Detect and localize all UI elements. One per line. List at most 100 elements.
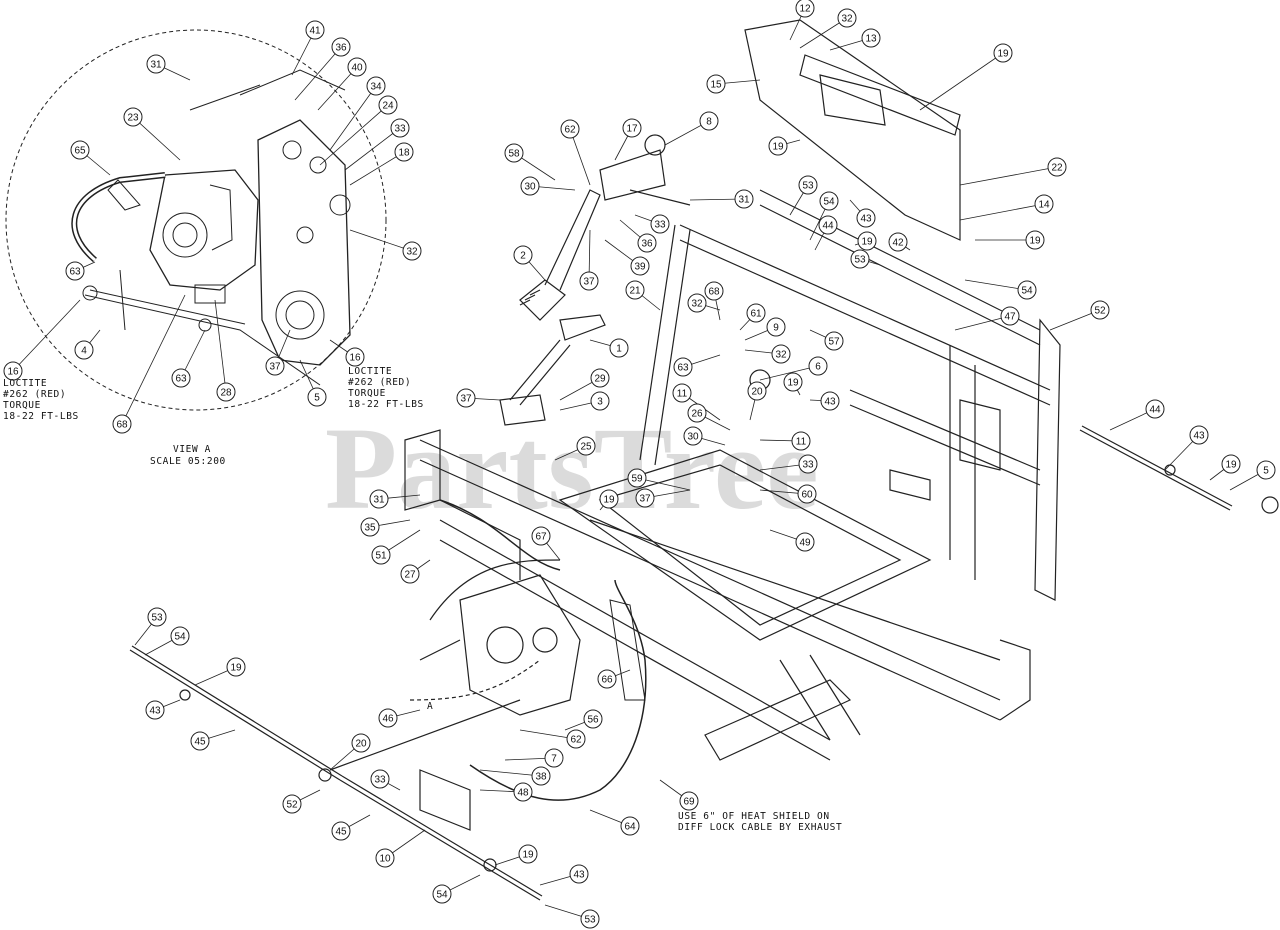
callout-number: 21: [629, 286, 641, 297]
callout-circle: [378, 708, 398, 728]
svg-text:LOCTITE: LOCTITE: [348, 366, 392, 377]
callout-number: 23: [127, 113, 139, 124]
callout-number: 33: [394, 124, 406, 135]
callout-circle: [687, 293, 707, 313]
callout-circle: [627, 468, 647, 488]
callout-number: 56: [587, 715, 599, 726]
callout-number: 4: [81, 346, 87, 357]
callout-number: 45: [335, 827, 347, 838]
callout-number: 8: [706, 117, 712, 128]
diff-lock-cable: [439, 499, 647, 801]
leader-line: [317, 66, 358, 111]
callout-circle: [171, 368, 191, 388]
callout-circle: [673, 357, 693, 377]
callout-bubble: 5: [1256, 460, 1276, 480]
callout-number: 19: [772, 142, 784, 153]
callout-circle: [768, 136, 788, 156]
callout-circle: [850, 249, 870, 269]
callout-circle: [282, 794, 302, 814]
callout-number: 63: [677, 363, 689, 374]
callout-circle: [1189, 425, 1209, 445]
callout-number: 53: [854, 255, 866, 266]
callout-bubble: 11: [791, 431, 811, 451]
callout-number: 62: [564, 125, 576, 136]
callout-number: 19: [603, 495, 615, 506]
callout-circle: [599, 489, 619, 509]
callout-bubble: 32: [687, 293, 707, 313]
callout-bubble: 18: [394, 142, 414, 162]
callout-number: 1: [616, 344, 622, 355]
leader-line: [569, 128, 591, 186]
callout-bubble: 17: [622, 118, 642, 138]
callout-circle: [390, 118, 410, 138]
callout-bubble: 49: [795, 532, 815, 552]
callout-circle: [791, 431, 811, 451]
callout-bubble: 19: [768, 136, 788, 156]
callout-bubble: 1: [609, 338, 629, 358]
svg-text:TORQUE: TORQUE: [348, 388, 386, 399]
callout-circle: [824, 331, 844, 351]
callout-circle: [123, 107, 143, 127]
callout-bubble: 43: [1189, 425, 1209, 445]
callout-circle: [145, 700, 165, 720]
callout-bubble: 19: [226, 657, 246, 677]
callout-circle: [609, 338, 629, 358]
callout-circle: [706, 74, 726, 94]
callout-number: 14: [1038, 200, 1050, 211]
callout-circle: [1017, 280, 1037, 300]
callout-circle: [590, 391, 610, 411]
callout-circle: [746, 303, 766, 323]
callout-number: 32: [691, 299, 703, 310]
callout-circle: [369, 489, 389, 509]
callout-bubble: 37: [456, 388, 476, 408]
callout-bubble: 67: [531, 526, 551, 546]
callout-bubble: 43: [145, 700, 165, 720]
detail-view-a: [5, 29, 387, 411]
callout-bubble: 64: [620, 816, 640, 836]
callout-bubble: 52: [1090, 300, 1110, 320]
callout-number: 17: [626, 124, 638, 135]
callout-circle: [345, 347, 365, 367]
callout-circle: [366, 76, 386, 96]
callout-circle: [544, 748, 564, 768]
callout-number: 19: [1225, 460, 1237, 471]
svg-text:TORQUE: TORQUE: [3, 400, 41, 411]
callout-bubble: 68: [704, 281, 724, 301]
callout-circle: [432, 884, 452, 904]
callout-number: 19: [997, 49, 1009, 60]
callout-number: 37: [583, 277, 595, 288]
callout-circle: [531, 526, 551, 546]
callout-bubble: 30: [683, 426, 703, 446]
callout-bubble: 62: [566, 729, 586, 749]
leader-line: [319, 104, 389, 166]
callout-circle: [580, 909, 600, 929]
callout-circle: [797, 484, 817, 504]
callout-number: 37: [269, 362, 281, 373]
callout-circle: [190, 731, 210, 751]
callout-number: 51: [375, 551, 387, 562]
callout-bubble: 66: [597, 669, 617, 689]
callout-number: 24: [382, 101, 394, 112]
callout-circle: [351, 733, 371, 753]
callout-bubble: 63: [65, 261, 85, 281]
callout-number: 7: [551, 754, 557, 765]
callout-number: 63: [69, 267, 81, 278]
callout-number: 2: [520, 251, 526, 262]
callout-bubble: 25: [576, 436, 596, 456]
callout-bubble: 26: [687, 403, 707, 423]
callout-bubble: 37: [265, 356, 285, 376]
callout-bubble: 16: [3, 361, 23, 381]
callout-circle: [766, 317, 786, 337]
callout-circle: [560, 119, 580, 139]
callout-circle: [622, 118, 642, 138]
callout-circle: [857, 231, 877, 251]
callout-bubble: 19: [599, 489, 619, 509]
callout-number: 33: [374, 775, 386, 786]
callout-number: 61: [750, 309, 762, 320]
callout-circle: [146, 54, 166, 74]
leader-line: [121, 294, 186, 425]
callout-bubble: 31: [734, 189, 754, 209]
callout-circle: [837, 8, 857, 28]
